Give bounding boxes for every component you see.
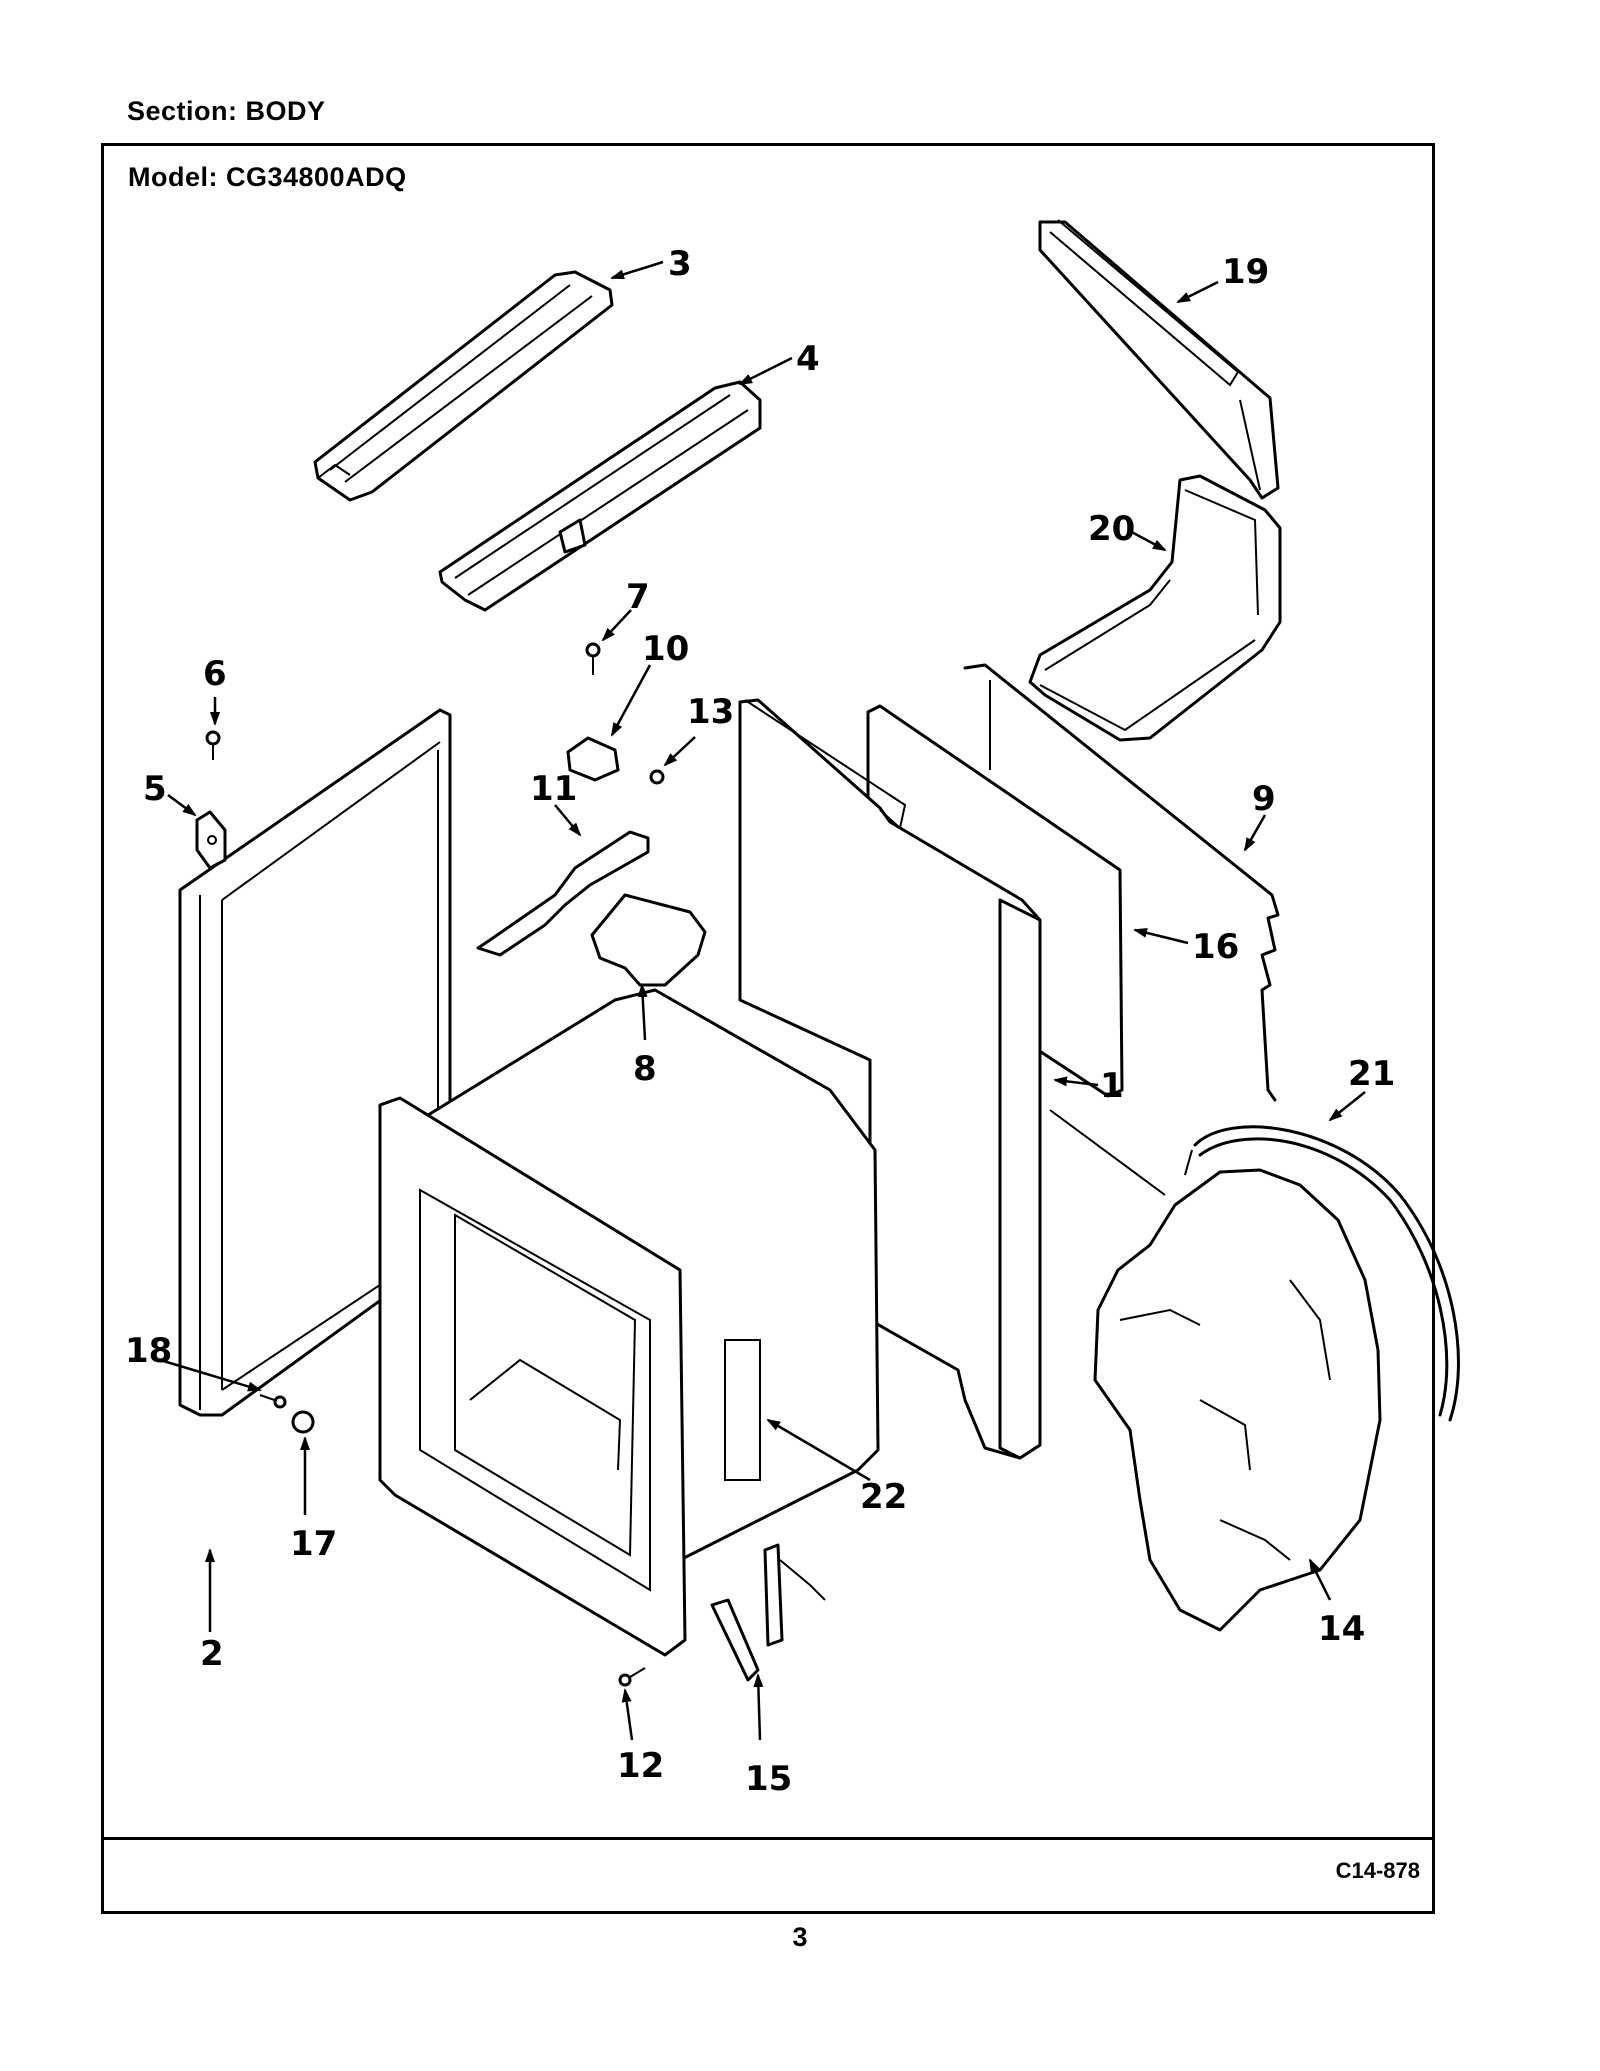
callout-3: 3 [668,244,692,284]
callout-6: 6 [203,654,227,694]
callout-21: 21 [1348,1054,1395,1094]
model-title: Model: CG34800ADQ [128,162,407,192]
callout-14: 14 [1318,1609,1365,1649]
part-1-side-panel [738,698,1042,1460]
callout-10: 10 [642,629,689,669]
part-8-hinge [590,893,707,987]
page-number: 3 [792,1922,808,1952]
diagram-frame: Model: CG34800ADQ C14-878 [101,143,1435,1914]
callout-1: 1 [1100,1066,1124,1106]
callout-8: 8 [633,1049,657,1089]
part-18-screw [259,1394,287,1409]
part-21-seal [1184,1125,1460,1422]
part-10-switch [566,736,620,782]
callout-20: 20 [1088,509,1135,549]
callout-16: 16 [1192,927,1239,967]
part-11-bracket [476,830,650,957]
callout-5: 5 [143,769,167,809]
callout-11: 11 [530,769,577,809]
part-4-top-rail-front [438,380,762,612]
part-20-duct-lower [1028,474,1282,742]
part-14-insulation [1093,1168,1382,1632]
diagram-code: C14-878 [1335,1858,1420,1883]
part-5-bracket [195,810,227,870]
part-15-latch [710,1543,826,1682]
part-6-screw [205,730,221,760]
callout-13: 13 [687,692,734,732]
part-13-screw [649,769,665,785]
section-title: Section: BODY [127,96,326,126]
callout-2: 2 [200,1634,224,1674]
callout-9: 9 [1252,779,1276,819]
part-19-exhaust-duct [1038,219,1280,500]
part-9-rear-panel [963,663,1280,1196]
callout-15: 15 [745,1759,792,1799]
callout-22: 22 [860,1477,907,1517]
callout-12: 12 [617,1746,664,1786]
callout-18: 18 [125,1331,172,1371]
callout-7: 7 [626,577,650,617]
part-3-top-rail-rear [313,270,614,502]
footer-divider [104,1837,1432,1840]
part-22-front-housing [378,988,880,1657]
part-12-screw [618,1667,646,1687]
part-17-foot [291,1410,315,1434]
callout-17: 17 [290,1524,337,1564]
part-7-screw [585,642,601,675]
callout-4: 4 [796,339,820,379]
callout-19: 19 [1222,252,1269,292]
